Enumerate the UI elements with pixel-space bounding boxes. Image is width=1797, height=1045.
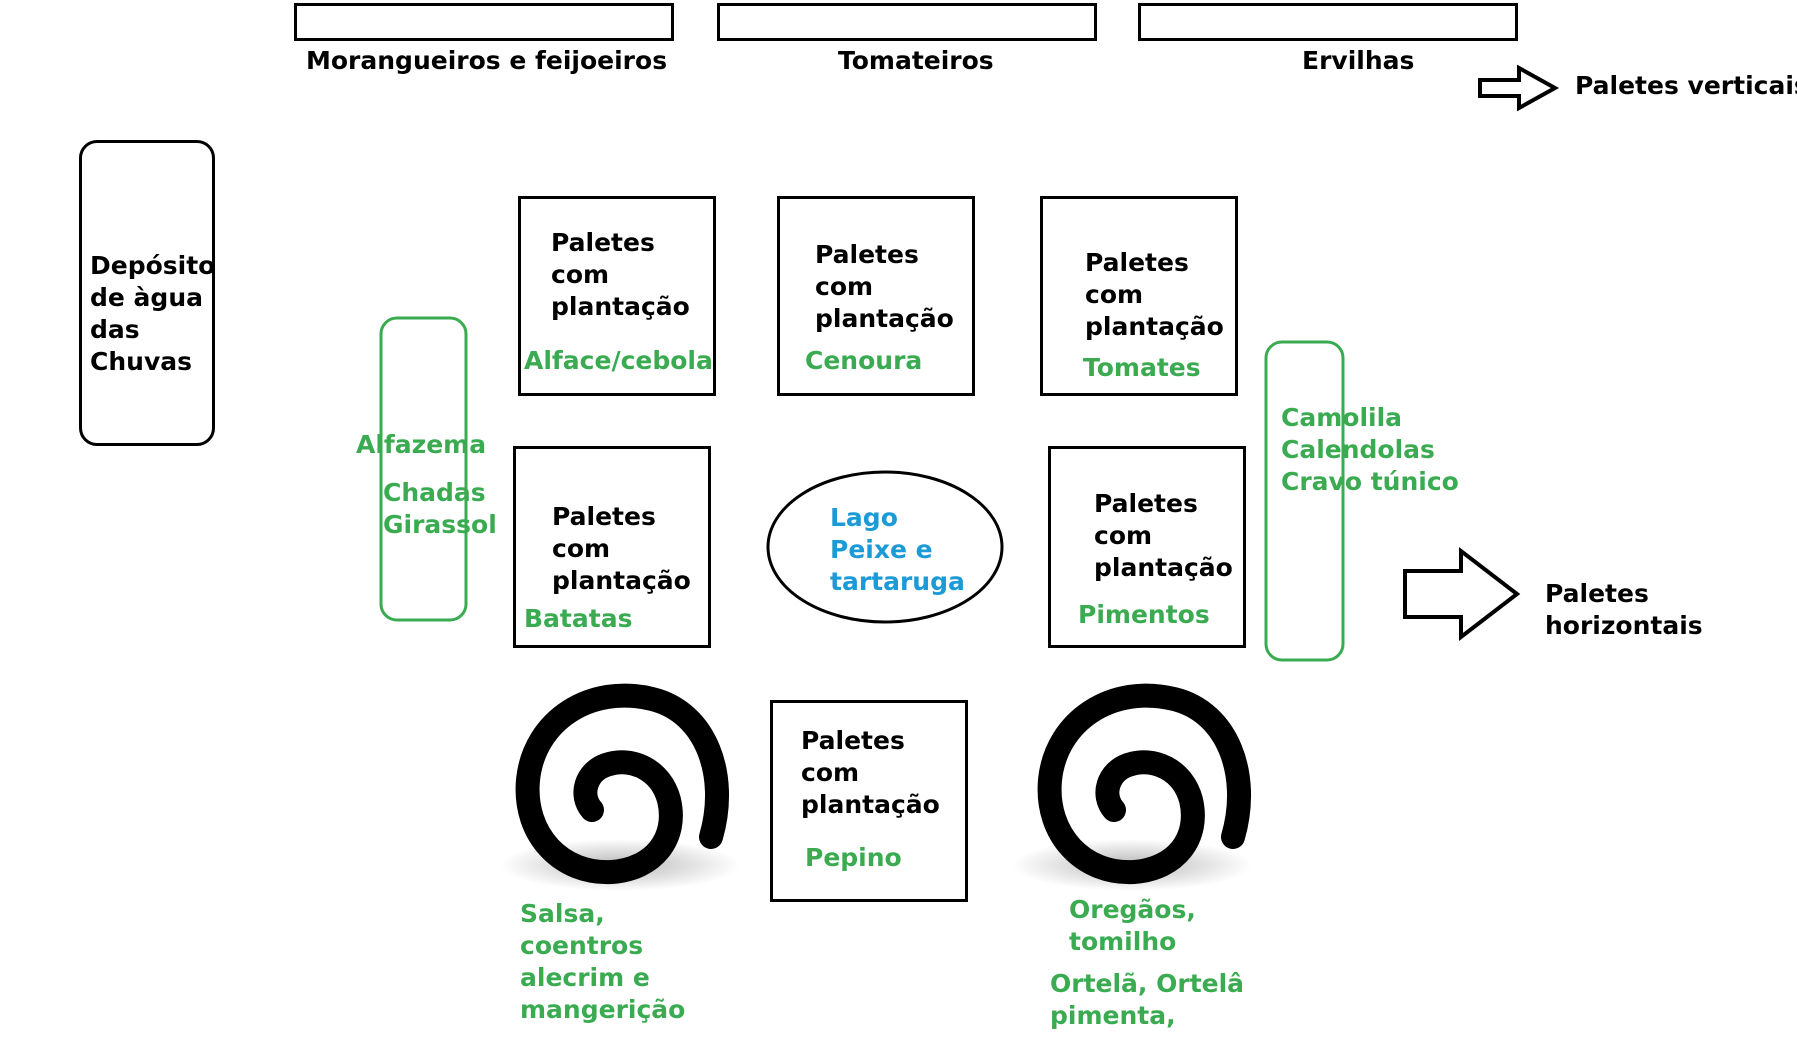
pallet-title: Paletes com plantação	[1085, 248, 1224, 341]
right-strip-label-2: Calendolas	[1281, 435, 1435, 464]
lake-ellipse	[766, 470, 1004, 624]
left-strip-label-3: Girassol	[383, 510, 497, 539]
water-tank	[79, 140, 215, 446]
pallet-crop-tomates: Tomates	[1083, 353, 1201, 382]
pallet-crop-batatas: Batatas	[524, 604, 633, 633]
water-tank-label: Depósito de àgua das Chuvas	[90, 251, 216, 376]
left-strip-label-2: Chadas	[383, 478, 486, 507]
horizontal-legend-arrow	[1403, 546, 1521, 642]
horizontal-legend-label: Paletes horizontais	[1545, 579, 1703, 640]
pallet-crop-pepino: Pepino	[805, 843, 902, 872]
pallet-box-pepino: Paletes com plantação	[770, 700, 968, 902]
vertical-legend-arrow	[1478, 64, 1560, 112]
pallet-box-cenoura: Paletes com plantação	[777, 196, 975, 396]
left-strip-label-1: Alfazema	[356, 430, 487, 459]
right-herb-strip	[1264, 340, 1345, 662]
pallet-box-pimentos: Paletes com plantação	[1048, 446, 1246, 648]
top-box-1	[294, 3, 674, 41]
pallet-box-batatas: Paletes com plantação	[513, 446, 711, 648]
spiral-right	[1037, 683, 1252, 885]
pallet-crop-alface: Alface/cebola	[524, 346, 713, 375]
pallet-title: Paletes com plantação	[801, 726, 940, 819]
pallet-crop-cenoura: Cenoura	[805, 346, 923, 375]
pallet-title: Paletes com plantação	[1094, 489, 1233, 582]
pallet-title: Paletes com plantação	[815, 240, 954, 333]
vertical-legend-label: Paletes verticais	[1575, 71, 1797, 100]
spiral-right-label-b: Ortelã, Ortelâ pimenta,	[1050, 969, 1245, 1030]
top-label-3: Ervilhas	[1302, 46, 1415, 75]
spiral-right-label-a: Oregãos, tomilho	[1069, 895, 1196, 956]
pallet-box-tomates: Paletes com plantação	[1040, 196, 1238, 396]
lake-label: Lago Peixe e tartaruga	[830, 503, 965, 596]
right-strip-label-3: Cravo túnico	[1281, 467, 1459, 496]
pallet-box-alface: Paletes com plantação	[518, 196, 716, 396]
spiral-left	[515, 683, 730, 885]
left-herb-strip	[379, 316, 468, 622]
top-label-1: Morangueiros e feijoeiros	[306, 46, 668, 75]
pallet-crop-pimentos: Pimentos	[1078, 600, 1210, 629]
spiral-left-label: Salsa, coentros alecrim e mangerição	[520, 899, 686, 1024]
top-box-2	[717, 3, 1097, 41]
pallet-title: Paletes com plantação	[551, 228, 690, 321]
top-label-2: Tomateiros	[838, 46, 994, 75]
right-strip-label-1: Camolila	[1281, 403, 1403, 432]
pallet-title: Paletes com plantação	[552, 502, 691, 595]
top-box-3	[1138, 3, 1518, 41]
